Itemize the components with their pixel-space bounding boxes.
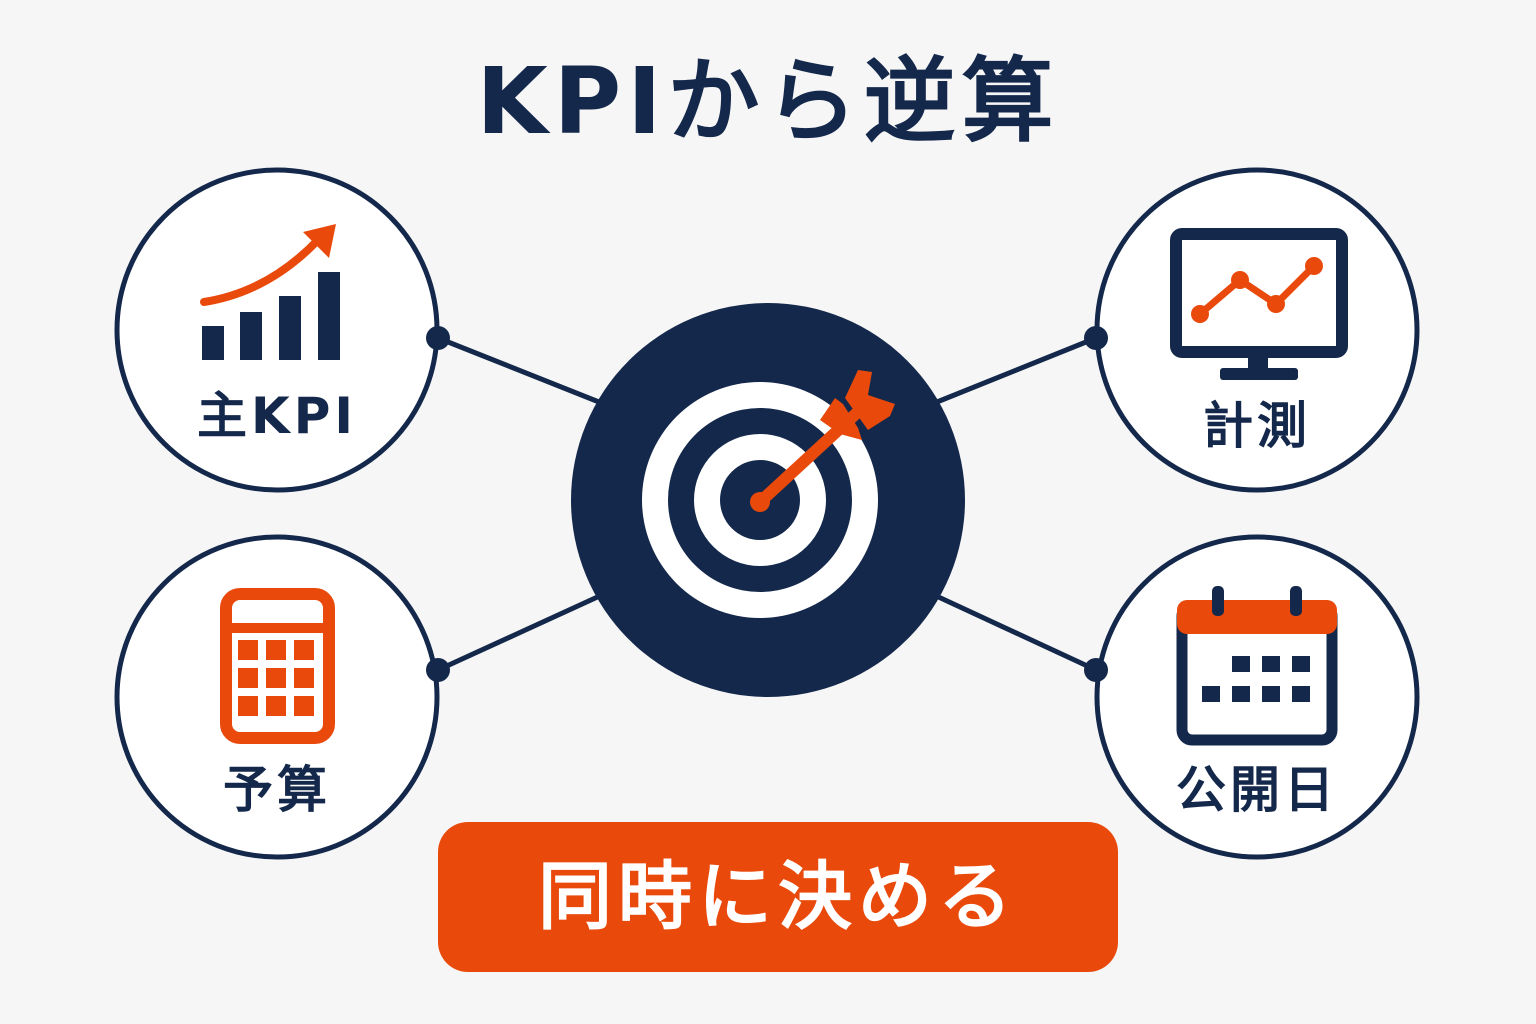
connector-dot: [426, 658, 450, 682]
calendar-icon: [1176, 586, 1338, 746]
connectors: [436, 335, 1098, 673]
decide-together-banner: 同時に決める: [438, 822, 1118, 972]
node-label-measurement: 計測: [1203, 397, 1311, 455]
connector-main-kpi: [437, 335, 605, 407]
page-title: KPIから逆算: [476, 48, 1060, 155]
bar-chart-trend-icon: [200, 224, 340, 360]
connector-publish-date: [930, 591, 1098, 673]
node-label-main-kpi: 主KPI: [197, 387, 357, 445]
node-label-budget: 予算: [223, 761, 331, 819]
calculator-icon: [220, 588, 335, 744]
node-label-publish-date: 公開日: [1176, 761, 1338, 819]
monitor-line-chart-icon: [1170, 228, 1348, 380]
connector-dot: [1084, 326, 1108, 350]
target-icon: [571, 303, 965, 697]
connector-dot: [426, 326, 450, 350]
connector-measurement: [931, 335, 1097, 407]
connector-budget: [436, 591, 606, 673]
connector-dot: [1084, 658, 1108, 682]
connector-dots: [426, 326, 1108, 682]
